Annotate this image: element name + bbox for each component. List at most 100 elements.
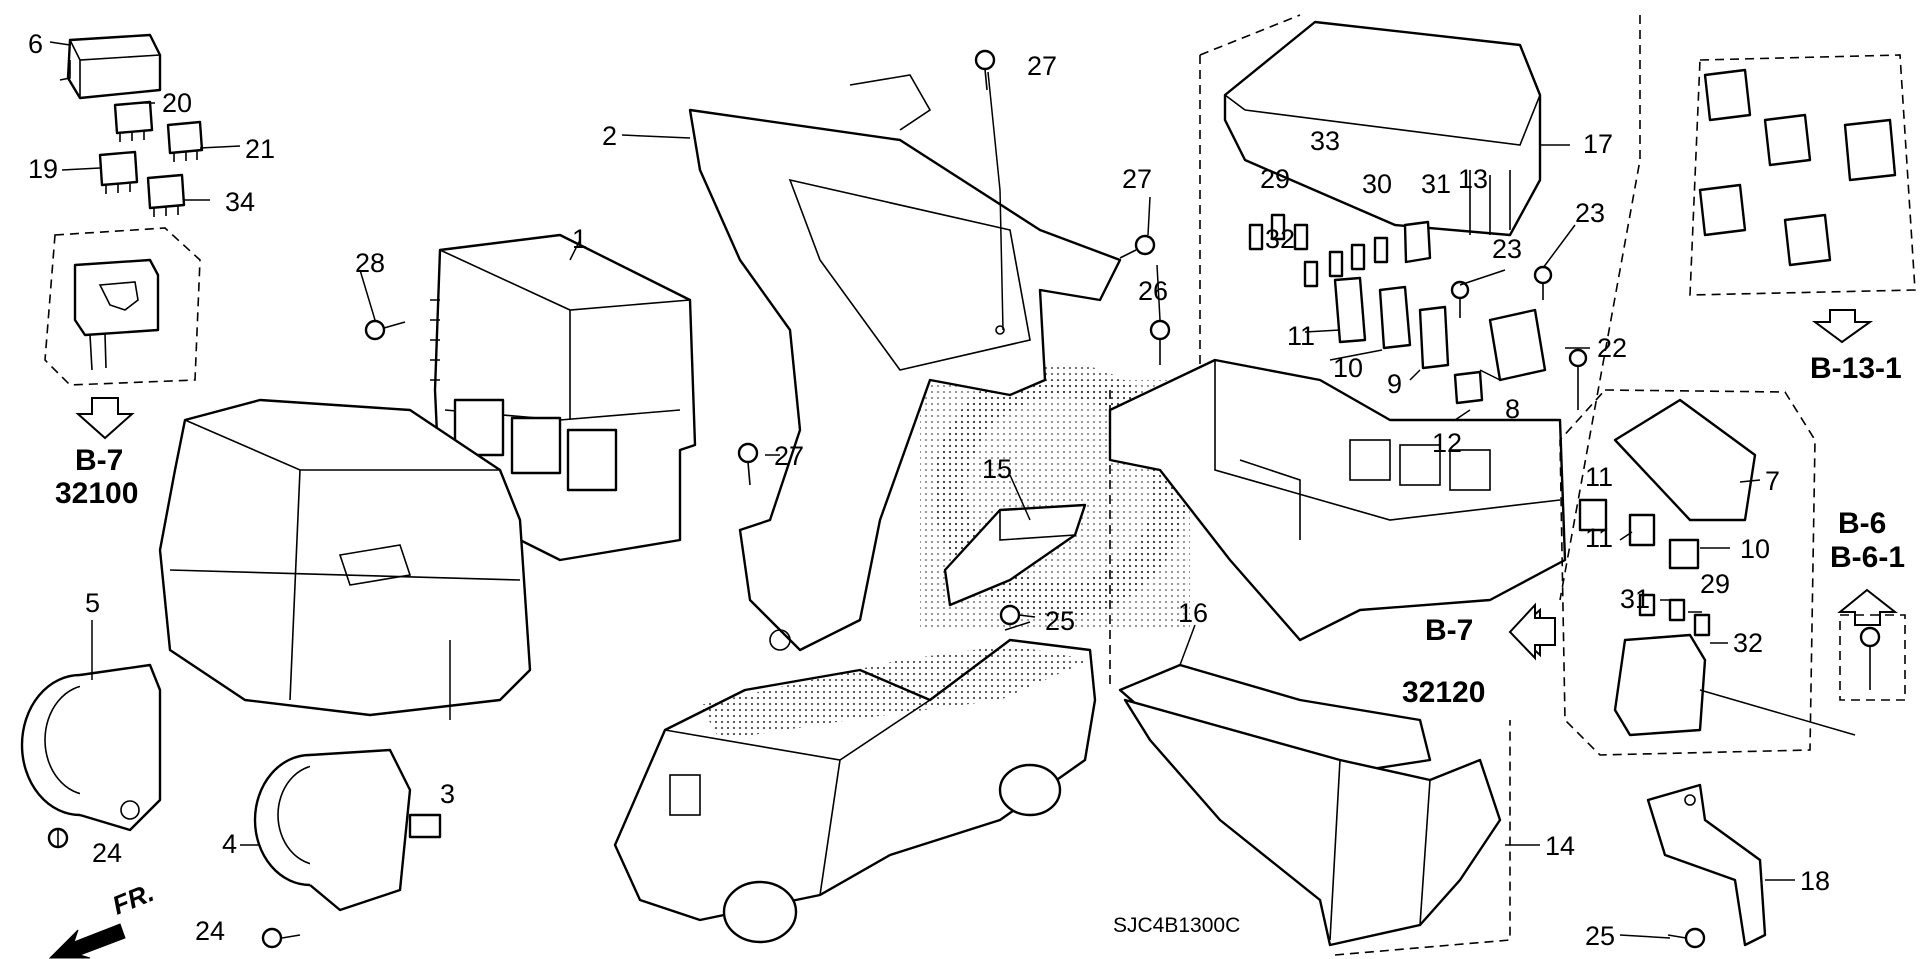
cover-3 [158,398,532,717]
dashed-box-relay-socket [44,227,201,386]
callout-25b: 25 [1585,921,1615,951]
ref-b6-1: B-6-1 [1830,541,1905,574]
callout-32a: 32 [1265,224,1295,254]
fuse-10-top [1378,285,1412,350]
relay-21 [166,120,204,162]
fuse-11-top [1333,276,1367,344]
callout-24a: 24 [92,838,122,868]
callout-32b: 32 [1733,628,1763,658]
pickup-truck [613,638,1097,944]
callout-24b: 24 [195,916,225,946]
callout-3: 3 [440,779,455,809]
bolt-26 [1149,319,1171,365]
callout-27b: 27 [1122,164,1152,194]
arrow-left-b7-32120 [1508,602,1556,661]
dashed-frame-box-14 [1109,390,1511,956]
callout-19: 19 [28,154,58,184]
dashed-box-bolt-b6 [1839,614,1906,701]
relay-34 [146,173,186,217]
callout-9: 9 [1387,369,1402,399]
callout-10b: 10 [1740,534,1770,564]
callout-18: 18 [1800,866,1830,896]
arrow-to-b6 [1837,588,1898,626]
bolt-22 [1568,348,1588,410]
ref-b13-1: B-13-1 [1810,352,1902,385]
callout-29b: 29 [1700,569,1730,599]
callout-10a: 10 [1333,353,1363,383]
dashed-box-relays-right [1689,54,1916,296]
front-label: FR. [108,877,158,921]
callout-28: 28 [355,248,385,278]
callout-2: 2 [602,121,617,151]
diagram-code: SJC4B1300C [1113,914,1240,937]
callout-12: 12 [1432,428,1462,458]
callout-6: 6 [28,29,43,59]
horn-4 [253,748,442,912]
relay-19 [98,150,139,194]
callout-11b: 11 [1585,462,1613,492]
callout-22: 22 [1597,333,1627,363]
bracket-18 [1646,783,1767,947]
fuse-13 [1403,220,1432,264]
callout-31b: 31 [1620,584,1650,614]
relay-8 [1488,308,1547,382]
bolt-24b [261,927,301,949]
bolt-28 [364,319,406,341]
callout-26: 26 [1138,276,1168,306]
callout-11a: 11 [1287,321,1315,351]
callout-31a: 31 [1421,169,1451,199]
callout-14: 14 [1545,831,1575,861]
bolt-23a [1450,280,1470,318]
callout-25a: 25 [1045,606,1075,636]
arrow-to-b7-32100 [75,397,135,440]
fuse-block-main [1108,358,1567,642]
bolt-27b [1119,234,1156,259]
callout-7: 7 [1765,466,1780,496]
fuse-box-cover-7 [1613,398,1757,522]
ref-32100: 32100 [55,477,138,510]
leader-lines [49,41,1856,939]
callout-21: 21 [245,134,275,164]
bolt-27a [974,49,996,91]
bolt-24a [47,827,69,849]
ref-b6: B-6 [1838,507,1886,540]
callout-16: 16 [1178,598,1208,628]
bolt-25b [1667,927,1706,949]
callout-29a: 29 [1260,164,1290,194]
ref-b7-right: B-7 [1425,614,1473,647]
fuse-socket-right [1613,633,1707,737]
callout-13: 13 [1458,164,1488,194]
mini-fuses-group [1248,213,1389,288]
callout-23b: 23 [1575,198,1605,228]
callout-17: 17 [1583,129,1613,159]
callout-20: 20 [162,88,192,118]
bracket-15 [943,503,1087,607]
horn-5 [20,663,162,832]
relay-12 [1453,370,1484,405]
bolt-b6 [1859,626,1881,690]
relay-20 [113,100,154,142]
fuse-box-cover-17 [1223,20,1542,237]
bolt-23b [1533,265,1553,300]
arrow-to-b13-1 [1811,309,1874,344]
callout-11c: 11 [1585,523,1613,553]
callout-1: 1 [572,224,587,254]
box-14 [1123,698,1502,947]
callout-27c: 27 [774,441,804,471]
ref-32120: 32120 [1402,676,1485,709]
callout-23a: 23 [1492,234,1522,264]
callout-5: 5 [85,588,100,618]
dashed-frame-fuse-block [1199,14,1641,601]
dashed-box-fuse-right [1559,389,1816,756]
callout-27a: 27 [1027,51,1057,81]
relay-socket [73,258,160,371]
callout-30: 30 [1362,169,1392,199]
callouts: 6 20 21 19 34 2 1 28 27 27 27 26 15 25 1… [28,29,1830,951]
callout-8: 8 [1505,394,1520,424]
bolt-27c [737,442,759,486]
front-direction-indicator: FR. [48,877,158,959]
callout-33: 33 [1310,126,1340,156]
fuse-9 [1418,305,1450,370]
bracket-2 [688,74,1122,652]
